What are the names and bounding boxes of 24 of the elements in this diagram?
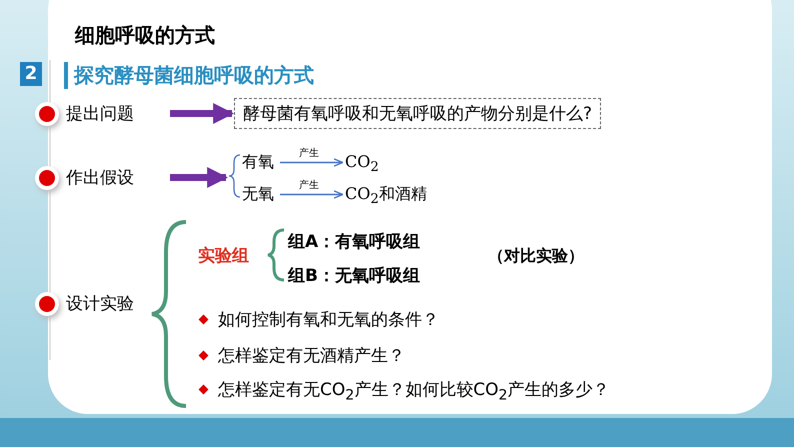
label-text: CO$_{2}$和酒精 bbox=[345, 184, 427, 208]
number-badge: 2 bbox=[20, 62, 42, 86]
arrow bbox=[280, 158, 344, 167]
bullet-text: 如何控制有氧和无氧的条件？ bbox=[218, 309, 439, 331]
title: 细胞呼吸的方式 bbox=[75, 22, 215, 49]
label-text: （对比实验） bbox=[488, 246, 584, 267]
label-text: 组A：有氧呼吸组 bbox=[288, 231, 420, 253]
question-box: 酵母菌有氧呼吸和无氧呼吸的产物分别是什么? bbox=[234, 98, 602, 129]
label-text: 无氧 bbox=[242, 184, 274, 205]
arrow bbox=[280, 190, 344, 199]
heading: 探究酵母菌细胞呼吸的方式 bbox=[64, 62, 314, 89]
bullet-text: 怎样鉴定有无酒精产生？ bbox=[218, 345, 405, 367]
label-text: 有氧 bbox=[242, 152, 274, 173]
label-text: 提出问题 bbox=[66, 102, 134, 125]
edge-label: 产生 bbox=[299, 178, 319, 192]
bullet-text: 怎样鉴定有无CO$_{2}$产生？如何比较CO$_{2}$产生的多少？ bbox=[218, 379, 610, 404]
label-text: 组B：无氧呼吸组 bbox=[288, 265, 420, 287]
arrow bbox=[170, 103, 234, 124]
label-text: CO$_{2}$ bbox=[345, 152, 379, 176]
label-text: 设计实验 bbox=[66, 293, 134, 315]
edge-label: 产生 bbox=[299, 146, 319, 160]
arrow bbox=[170, 167, 228, 188]
label-text: 实验组 bbox=[198, 245, 249, 267]
label-text: 作出假设 bbox=[66, 166, 134, 189]
